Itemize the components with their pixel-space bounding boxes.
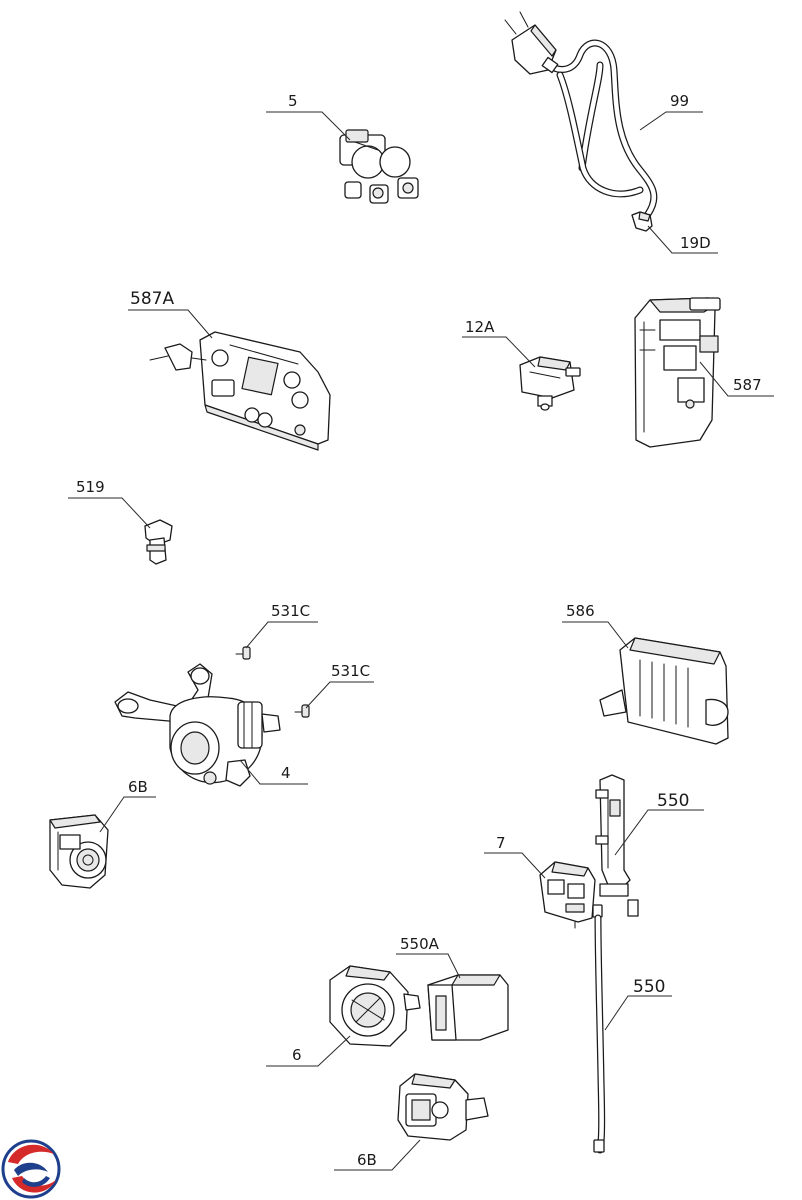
part-6b-pump-top[interactable]	[49, 814, 109, 889]
label-550-bottom: 550	[633, 977, 665, 997]
label-587a: 587A	[130, 289, 174, 309]
part-519-sensor[interactable]	[144, 519, 173, 565]
part-19d-cable-clip[interactable]	[631, 211, 653, 232]
part-5-inlet-valve[interactable]	[339, 129, 419, 204]
leader-lines	[68, 111, 774, 1171]
label-550-top: 550	[657, 791, 689, 811]
label-6b-top: 6B	[128, 778, 148, 796]
label-12a: 12A	[465, 318, 495, 336]
part-550-wiring-harness-bottom[interactable]	[592, 904, 606, 1154]
brand-logo-icon	[1, 1139, 61, 1199]
part-550-wiring-bracket-top[interactable]	[595, 774, 639, 917]
label-4: 4	[281, 764, 291, 782]
label-531c-middle: 531C	[331, 662, 370, 680]
label-531c-top: 531C	[271, 602, 310, 620]
label-19d: 19D	[680, 234, 711, 252]
part-6-drain-pump[interactable]	[329, 965, 421, 1047]
label-6b-bottom: 6B	[357, 1151, 377, 1169]
label-550a: 550A	[400, 935, 440, 953]
label-519: 519	[76, 478, 105, 496]
part-587a-control-module[interactable]	[149, 331, 331, 451]
part-550a-module-box[interactable]	[427, 974, 509, 1041]
label-586: 586	[566, 602, 595, 620]
part-4-pump-motor[interactable]	[114, 663, 281, 787]
label-7: 7	[496, 834, 506, 852]
label-587: 587	[733, 376, 762, 394]
part-531c-screw-middle[interactable]	[294, 704, 310, 718]
part-587-module-housing[interactable]	[634, 297, 721, 448]
part-531c-screw-top[interactable]	[235, 646, 251, 660]
part-99-power-cord[interactable]	[504, 11, 658, 218]
label-5: 5	[288, 92, 298, 110]
part-6b-pump-bottom[interactable]	[397, 1073, 489, 1141]
label-99: 99	[670, 92, 689, 110]
part-12a-pressure-switch[interactable]	[519, 356, 581, 411]
label-6: 6	[292, 1046, 302, 1064]
part-586-filter-module[interactable]	[599, 637, 729, 745]
part-7-door-lock[interactable]	[539, 861, 596, 929]
